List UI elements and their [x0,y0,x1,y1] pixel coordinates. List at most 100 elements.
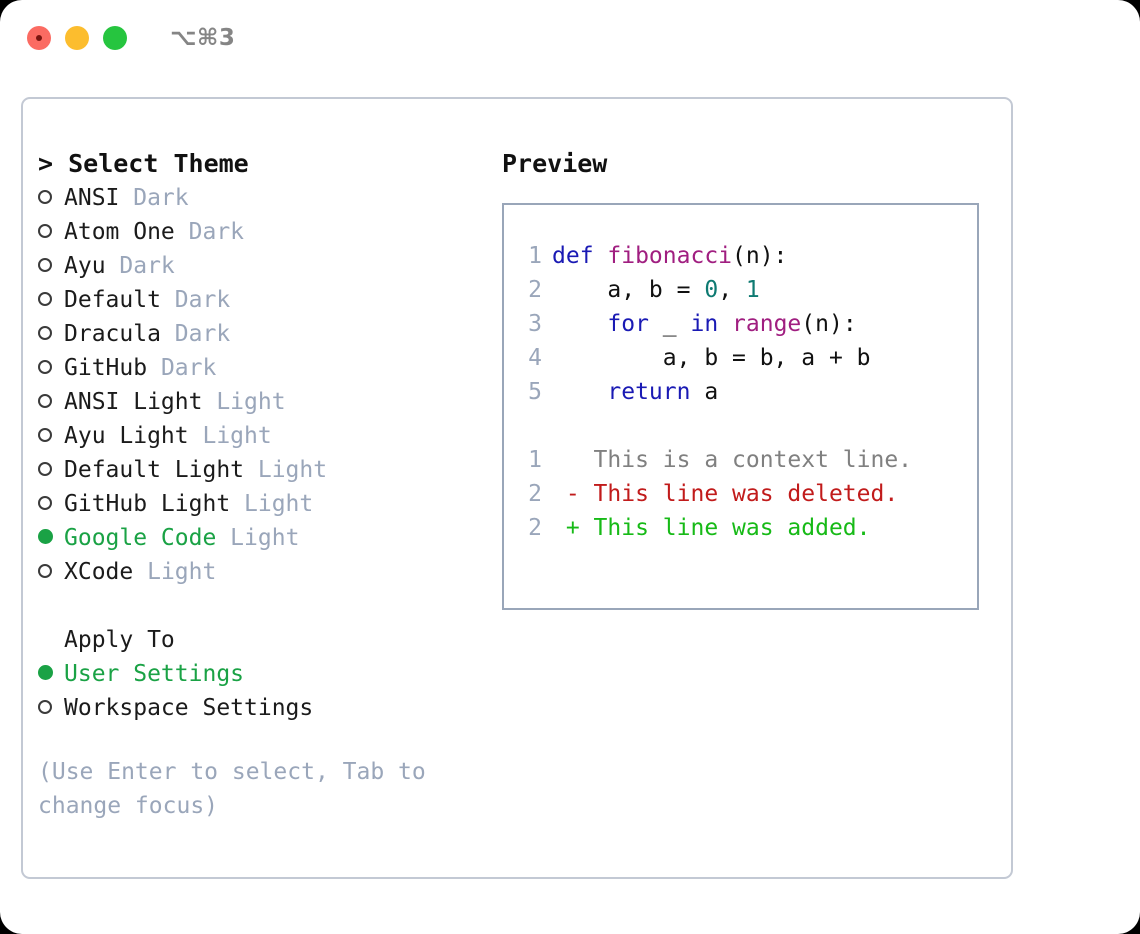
theme-option-ansi[interactable]: ANSI Dark [38,181,488,215]
select-theme-heading: > Select Theme [38,149,249,178]
radio-ring-glyph [38,325,52,340]
radio-ring-glyph [38,461,52,476]
theme-option-label: Ayu [64,253,106,279]
theme-option-github[interactable]: GitHub Dark [38,351,488,385]
theme-option-label: Atom One [64,219,175,245]
close-window-button[interactable] [27,26,51,50]
radio-unselected-icon [38,385,64,419]
traffic-light-buttons [27,26,127,50]
code-line: 2 a, b = 0, 1 [504,273,977,307]
list-spacer [38,589,488,623]
window-shortcut-label: ⌥⌘3 [170,25,236,51]
code-text: a, b = 0, 1 [552,273,760,307]
theme-option-default-light[interactable]: Default Light Light [38,453,488,487]
token-add: + This line was added. [552,515,871,541]
theme-option-badge: Dark [160,287,231,313]
theme-option-atom-one[interactable]: Atom One Dark [38,215,488,249]
theme-option-ayu[interactable]: Ayu Dark [38,249,488,283]
code-text: a, b = b, a + b [552,341,871,375]
token-kw: return [552,379,705,405]
token-ctx: This is a context line. [552,447,913,473]
radio-filled-glyph [38,529,53,544]
token-pl: (n): [801,311,857,337]
apply-option-label: User Settings [64,661,245,687]
theme-option-badge: Light [216,525,300,551]
theme-option-ayu-light[interactable]: Ayu Light Light [38,419,488,453]
token-num: 0 [704,277,719,303]
token-num: 1 [745,277,760,303]
theme-option-label: Dracula [64,321,161,347]
theme-option-label: ANSI [64,185,120,211]
theme-option-badge: Dark [119,185,189,211]
theme-option-google-code[interactable]: Google Code Light [38,521,488,555]
radio-unselected-icon [38,351,64,385]
radio-selected-icon [38,521,64,555]
code-line: 5 return a [504,375,977,409]
theme-option-label: Google Code [64,525,217,551]
apply-option-user-settings[interactable]: User Settings [38,657,488,691]
apply-option-workspace-settings[interactable]: Workspace Settings [38,691,488,725]
radio-ring-glyph [38,427,52,442]
keyboard-hint-text: (Use Enter to select, Tab to change focu… [38,759,426,819]
radio-ring-glyph [38,359,52,374]
diff-sample-lines: 1 This is a context line. 2 - This line w… [504,443,977,545]
theme-option-dracula[interactable]: Dracula Dark [38,317,488,351]
preview-heading: Preview [502,149,608,178]
line-number: 5 [528,379,542,405]
token-fn: range [732,311,802,337]
theme-option-label: XCode [64,559,134,585]
radio-unselected-icon [38,487,64,521]
apply-to-heading-label: Apply To [64,627,175,653]
radio-selected-icon [38,657,64,691]
maximize-window-button[interactable] [103,26,127,50]
token-del: - This line was deleted. [552,481,899,507]
radio-filled-glyph [38,665,53,680]
theme-option-badge: Light [230,491,314,517]
radio-ring-glyph [38,699,52,714]
theme-option-github-light[interactable]: GitHub Light Light [38,487,488,521]
radio-ring-glyph [38,257,52,272]
theme-option-default[interactable]: Default Dark [38,283,488,317]
theme-option-badge: Dark [160,321,231,347]
line-number: 4 [528,345,542,371]
theme-option-xcode[interactable]: XCode Light [38,555,488,589]
radio-ring-glyph [38,393,52,408]
token-fn: fibonacci [607,243,733,269]
line-number: 2 [528,277,542,303]
radio-ring-glyph [38,563,52,578]
token-kw: for [552,311,663,337]
token-pl: a, b = b, a + b [552,345,871,371]
radio-ring-glyph [38,189,52,204]
line-number: 1 [528,447,542,473]
theme-option-badge: Dark [147,355,217,381]
theme-option-badge: Light [188,423,272,449]
code-line: 4 a, b = b, a + b [504,341,977,375]
token-kw: def [552,243,608,269]
code-text: def fibonacci(n): [552,239,787,273]
theme-option-badge: Dark [174,219,245,245]
apply-to-heading-row: Apply To [38,623,488,657]
apply-option-label: Workspace Settings [64,695,314,721]
token-pl: a, b = [552,277,705,303]
code-line: 3 for _ in range(n): [504,307,977,341]
radio-unselected-icon [38,419,64,453]
token-pl: (n): [732,243,788,269]
token-pl: _ [662,311,691,337]
theme-option-ansi-light[interactable]: ANSI Light Light [38,385,488,419]
radio-unselected-icon [38,317,64,351]
theme-option-label: GitHub [64,355,148,381]
code-text: return a [552,375,718,409]
minimize-window-button[interactable] [65,26,89,50]
radio-unselected-icon [38,453,64,487]
radio-unselected-icon [38,249,64,283]
line-number: 2 [528,515,542,541]
diff-line: 1 This is a context line. [504,443,977,477]
theme-option-label: GitHub Light [64,491,231,517]
radio-ring-glyph [38,223,52,238]
radio-unselected-icon [38,215,64,249]
